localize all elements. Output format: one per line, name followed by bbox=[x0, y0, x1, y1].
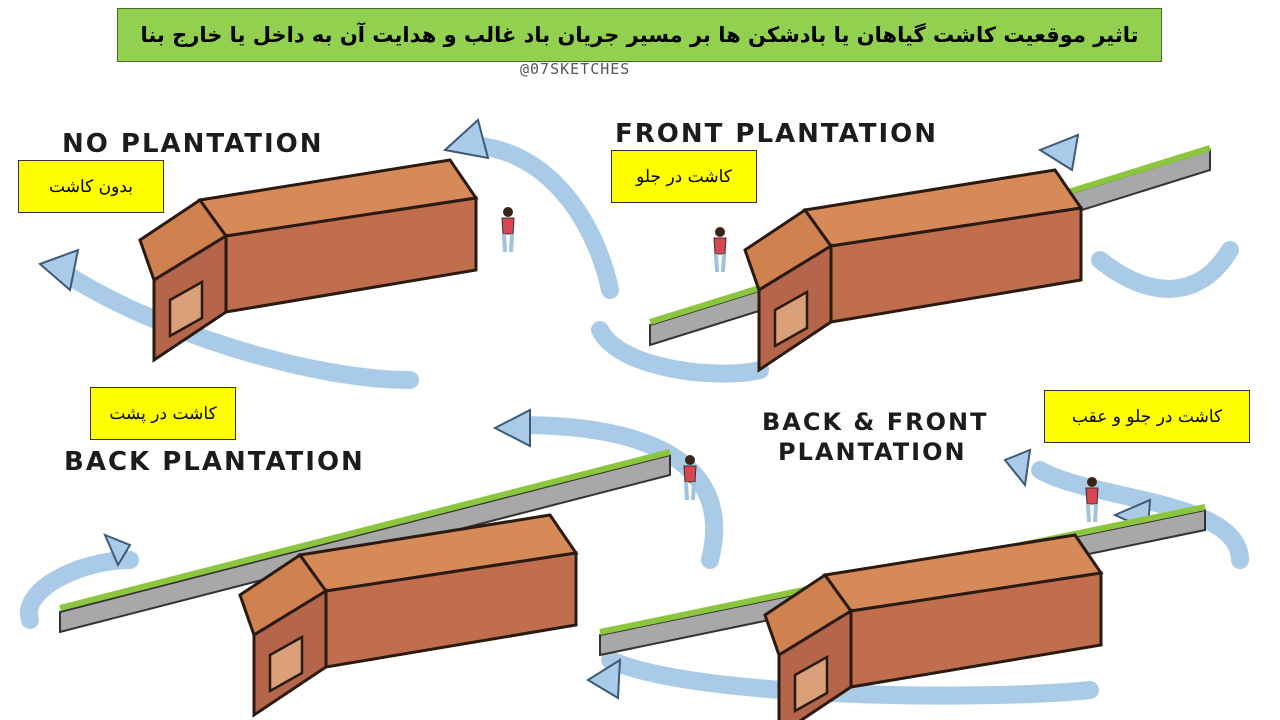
house-icon bbox=[743, 168, 1083, 372]
panel-back-front-plantation: BACK & FRONT PLANTATION bbox=[586, 408, 1249, 720]
wind-arrow-icon bbox=[586, 658, 622, 700]
wind-arrow-icon bbox=[103, 533, 132, 568]
wind-arrow-icon bbox=[1003, 448, 1032, 488]
wind-arrow-icon bbox=[461, 136, 619, 299]
person-icon bbox=[500, 205, 516, 254]
panel-back-plantation: BACK PLANTATION bbox=[20, 408, 724, 717]
panel-heading-no-plantation: NO PLANTATION bbox=[62, 129, 324, 159]
panel-no-plantation: NO PLANTATION bbox=[38, 118, 619, 389]
tag-no-plantation: بدون کاشت bbox=[18, 160, 164, 213]
tag-back-plantation: کاشت در پشت bbox=[90, 387, 236, 440]
vegetation-icon bbox=[59, 449, 671, 611]
person-icon bbox=[712, 225, 728, 274]
wind-arrow-icon bbox=[20, 416, 724, 629]
wind-arrow-icon bbox=[492, 408, 531, 448]
tag-back-front-plantation: کاشت در جلو و عقب bbox=[1044, 390, 1250, 443]
house-icon bbox=[238, 513, 578, 717]
person-icon bbox=[682, 453, 698, 502]
panel-heading-front-plantation: FRONT PLANTATION bbox=[615, 119, 938, 149]
wind-arrow-icon bbox=[591, 241, 1239, 383]
credit-text: @07SKETCHES bbox=[520, 60, 631, 78]
wind-arrow-icon bbox=[442, 118, 490, 160]
wind-arrow-icon bbox=[601, 461, 1249, 705]
person-icon bbox=[1084, 475, 1100, 524]
panel-heading-back-front-line1: BACK & FRONT bbox=[762, 408, 988, 436]
tag-front-plantation: کاشت در جلو bbox=[611, 150, 757, 203]
wind-arrow-icon bbox=[38, 248, 80, 292]
panel-heading-back-plantation: BACK PLANTATION bbox=[64, 447, 365, 477]
panel-heading-back-front-line2: PLANTATION bbox=[778, 438, 967, 466]
house-icon bbox=[138, 158, 478, 362]
wind-arrow-icon bbox=[1037, 133, 1080, 172]
title-text: تاثیر موقعیت کاشت گیاهان یا بادشکن ها بر… bbox=[140, 23, 1139, 47]
title-banner: تاثیر موقعیت کاشت گیاهان یا بادشکن ها بر… bbox=[117, 8, 1162, 62]
panel-front-plantation: FRONT PLANTATION bbox=[591, 119, 1239, 383]
wind-arrow-icon bbox=[51, 261, 419, 389]
